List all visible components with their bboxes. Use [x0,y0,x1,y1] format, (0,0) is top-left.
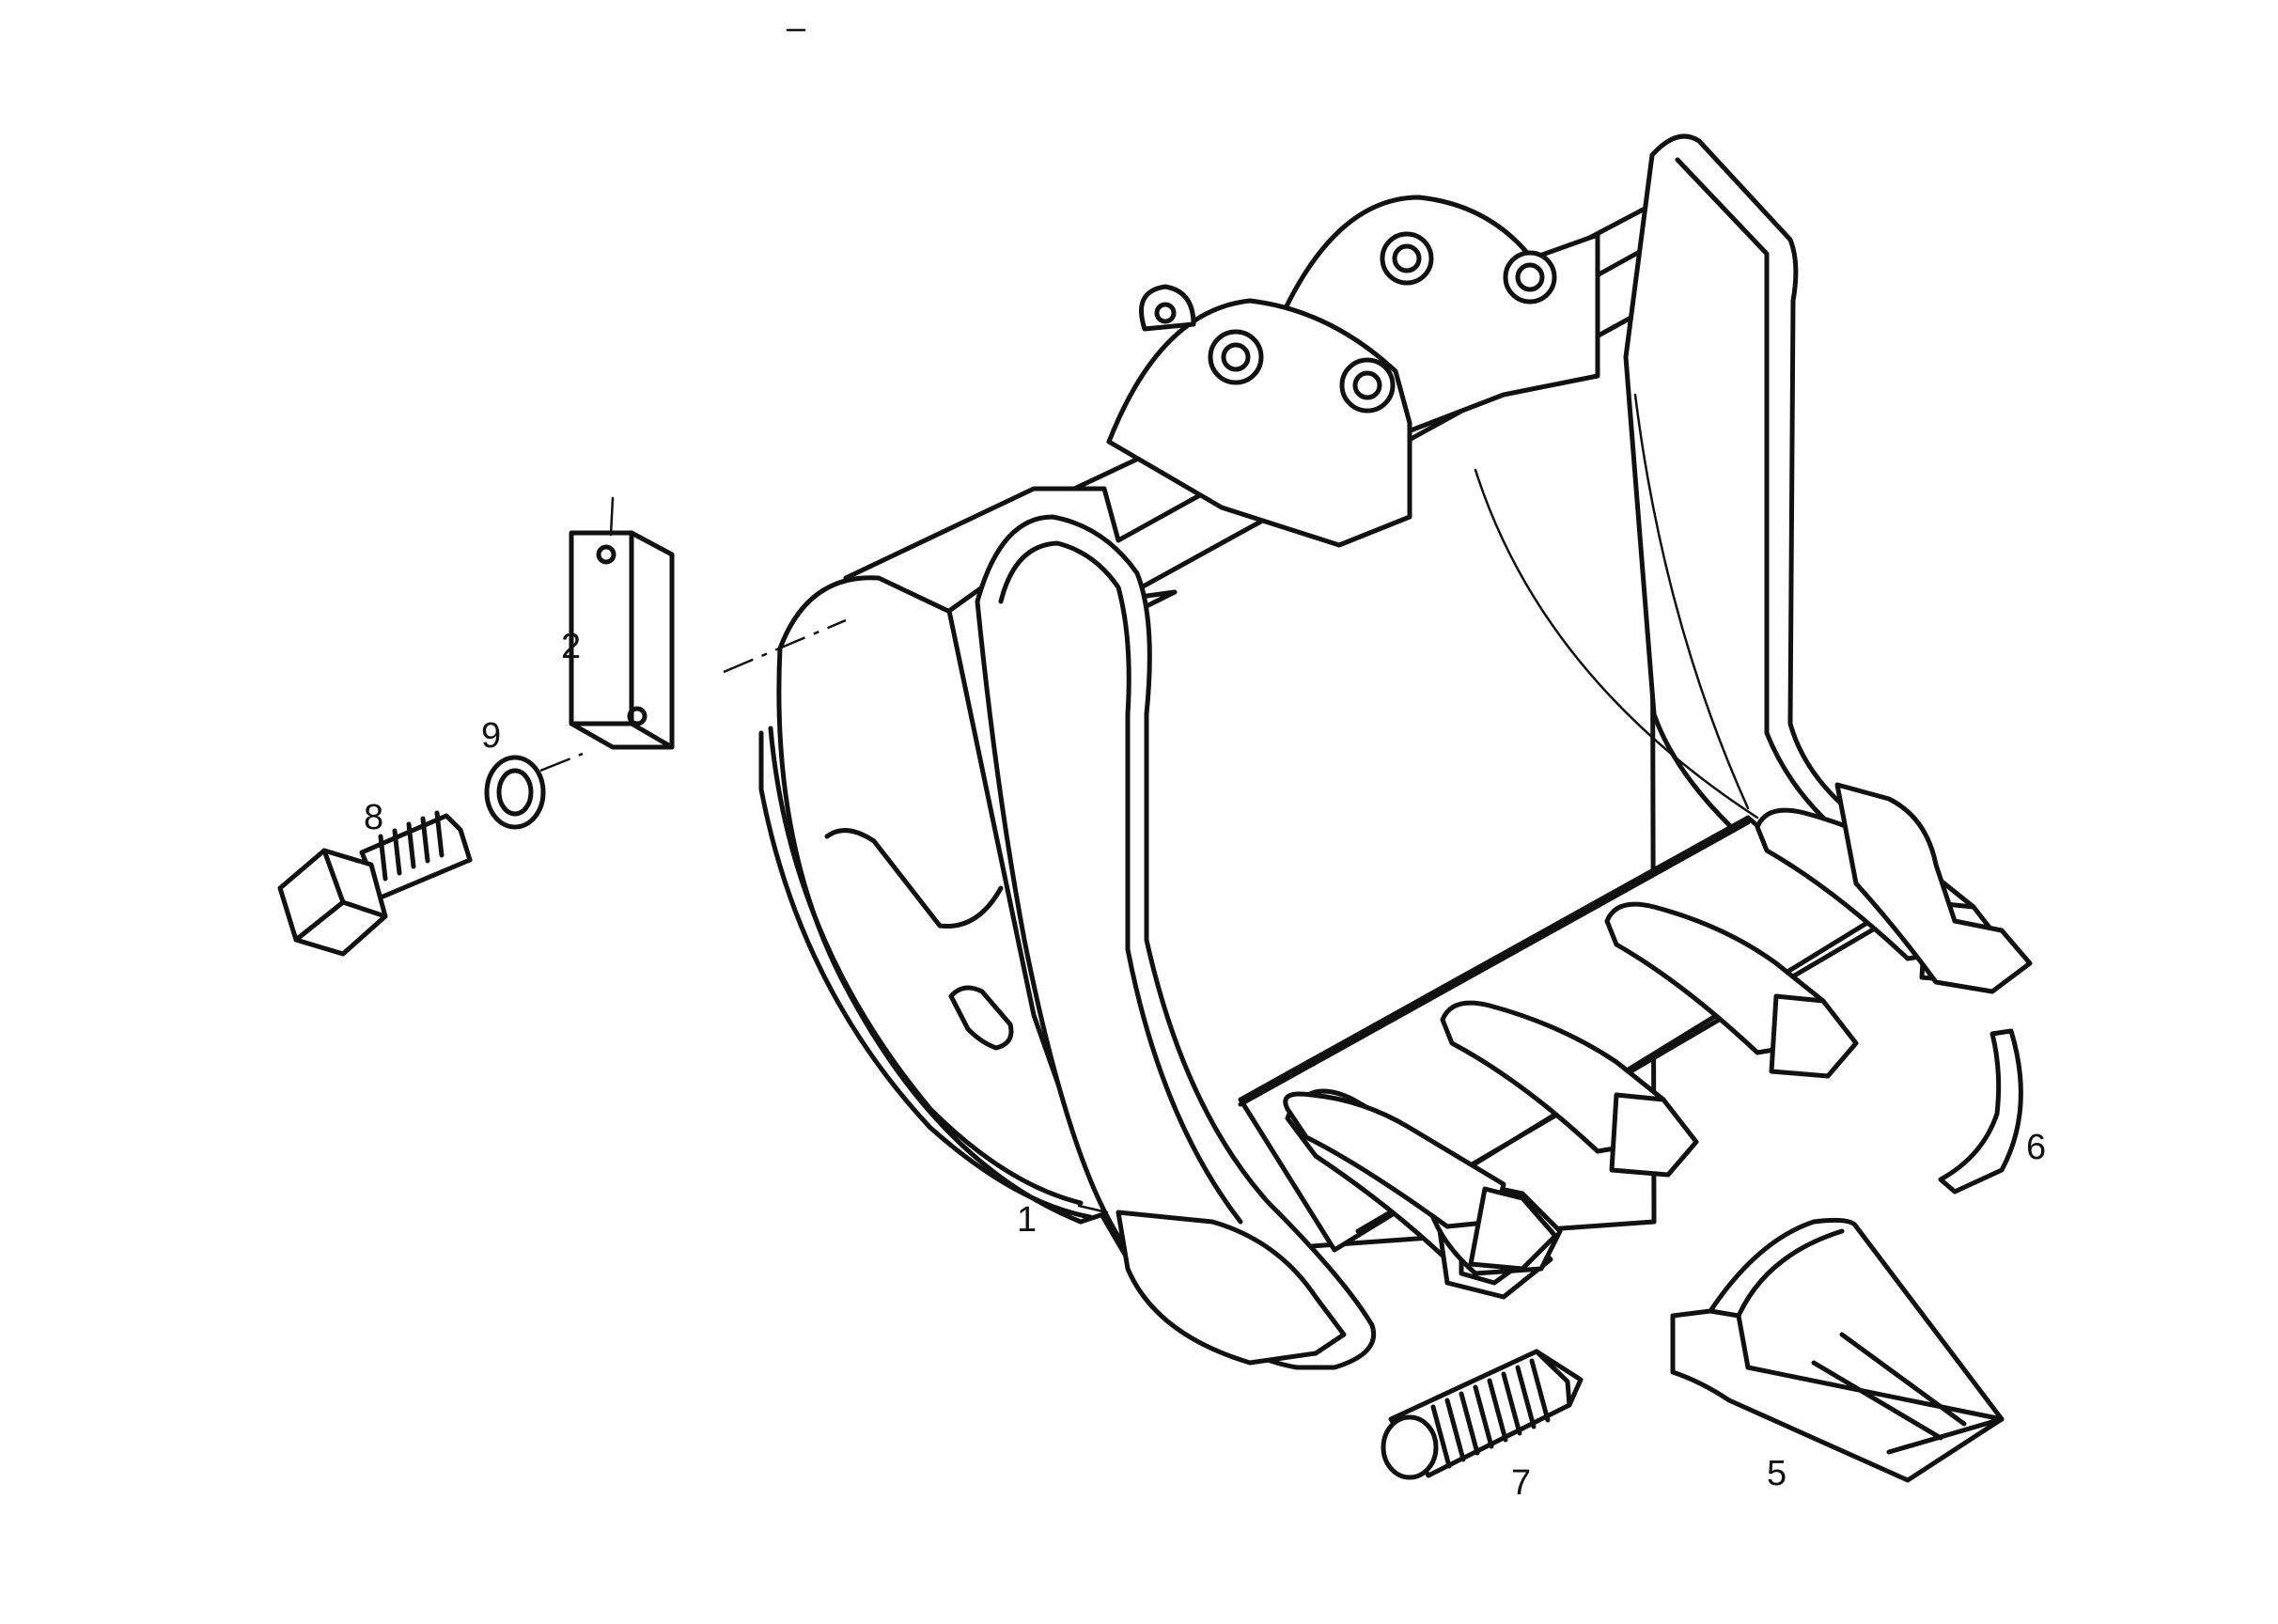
wear-plate [569,530,675,750]
assembly-line [539,752,584,773]
callout-leader [1077,1204,1109,1214]
tooth-adapter [1604,901,1859,1079]
washer [484,755,546,830]
hex-bolt [277,810,473,957]
callout-5: 5 [1767,1454,1787,1493]
tooth-adapter [1440,1000,1699,1178]
tooth-adapter [1283,1091,1558,1272]
callout-9: 9 [481,716,501,756]
assembly-line [609,496,615,537]
callout-6: 6 [2026,1128,2046,1167]
assembly-line [723,618,847,674]
bucket-teeth [1283,782,2033,1300]
callout-8: 8 [364,798,383,837]
tooth-adapter [1834,782,2033,994]
callout-7: 7 [1511,1463,1531,1503]
pin-thread [1430,1358,1551,1469]
callout-1: 1 [1017,1200,1037,1240]
retainer-pin [1381,1349,1584,1480]
callout-2: 2 [561,627,581,666]
bolt-thread [378,810,445,882]
tooth-tip [1670,1217,2005,1483]
lock-clip [1938,1028,2023,1195]
bucket-body [758,133,1940,1370]
